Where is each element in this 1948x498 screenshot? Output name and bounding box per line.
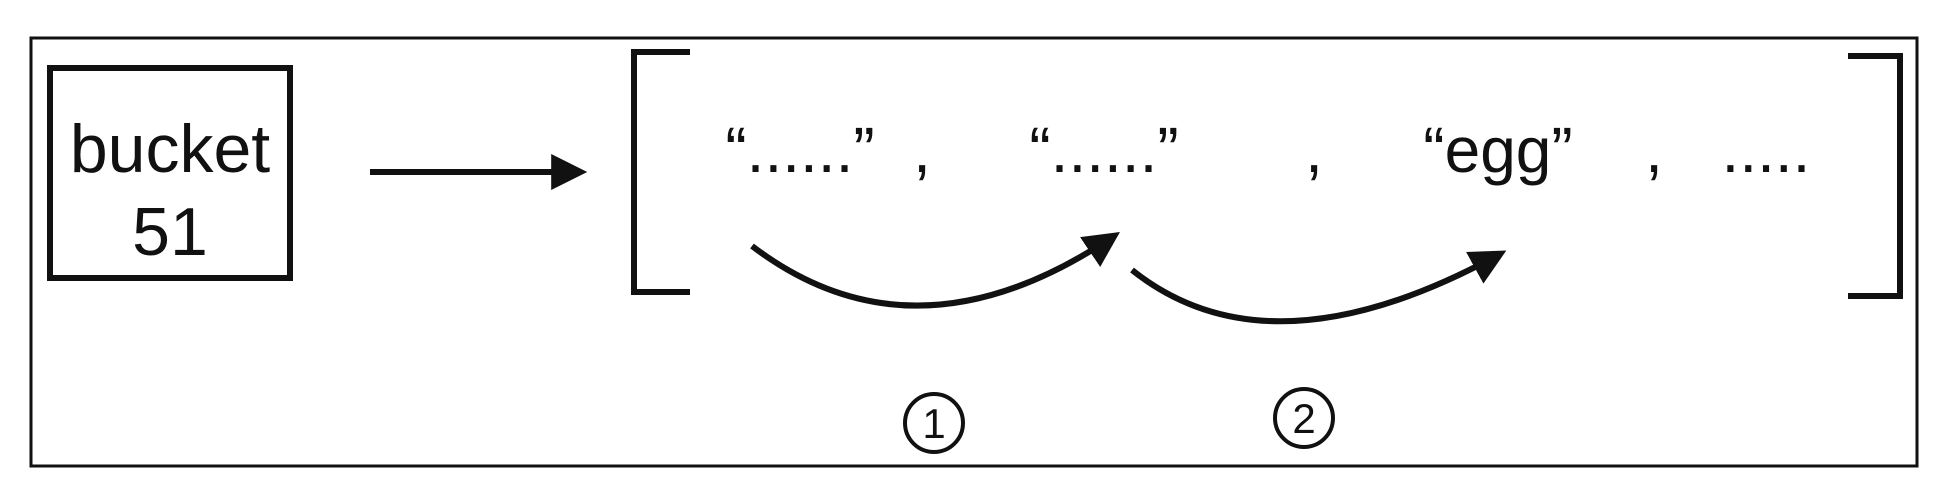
list-item-1: “......” — [725, 114, 874, 186]
bucket-box — [47, 65, 293, 281]
list-left-bracket — [631, 49, 690, 295]
bucket-label: bucket — [70, 111, 270, 187]
list-separator-3: , — [1645, 114, 1663, 186]
outer-frame — [29, 36, 1919, 468]
traversal-arrow-2 — [1130, 250, 1507, 325]
step-2-number: 2 — [1292, 395, 1315, 442]
bucket-number: 51 — [132, 194, 208, 270]
list-item-ellipsis: ..... — [1722, 114, 1811, 186]
list-right-bracket — [1848, 53, 1903, 299]
list-item-2: “......” — [1029, 114, 1178, 186]
traversal-arrow-1 — [750, 231, 1120, 309]
list-separator-1: , — [913, 114, 931, 186]
list-item-egg: “egg” — [1423, 114, 1572, 186]
list-separator-2: , — [1305, 114, 1323, 186]
step-1-number: 1 — [922, 400, 945, 447]
step-2-circle — [1273, 387, 1335, 449]
step-1-circle — [903, 392, 965, 454]
